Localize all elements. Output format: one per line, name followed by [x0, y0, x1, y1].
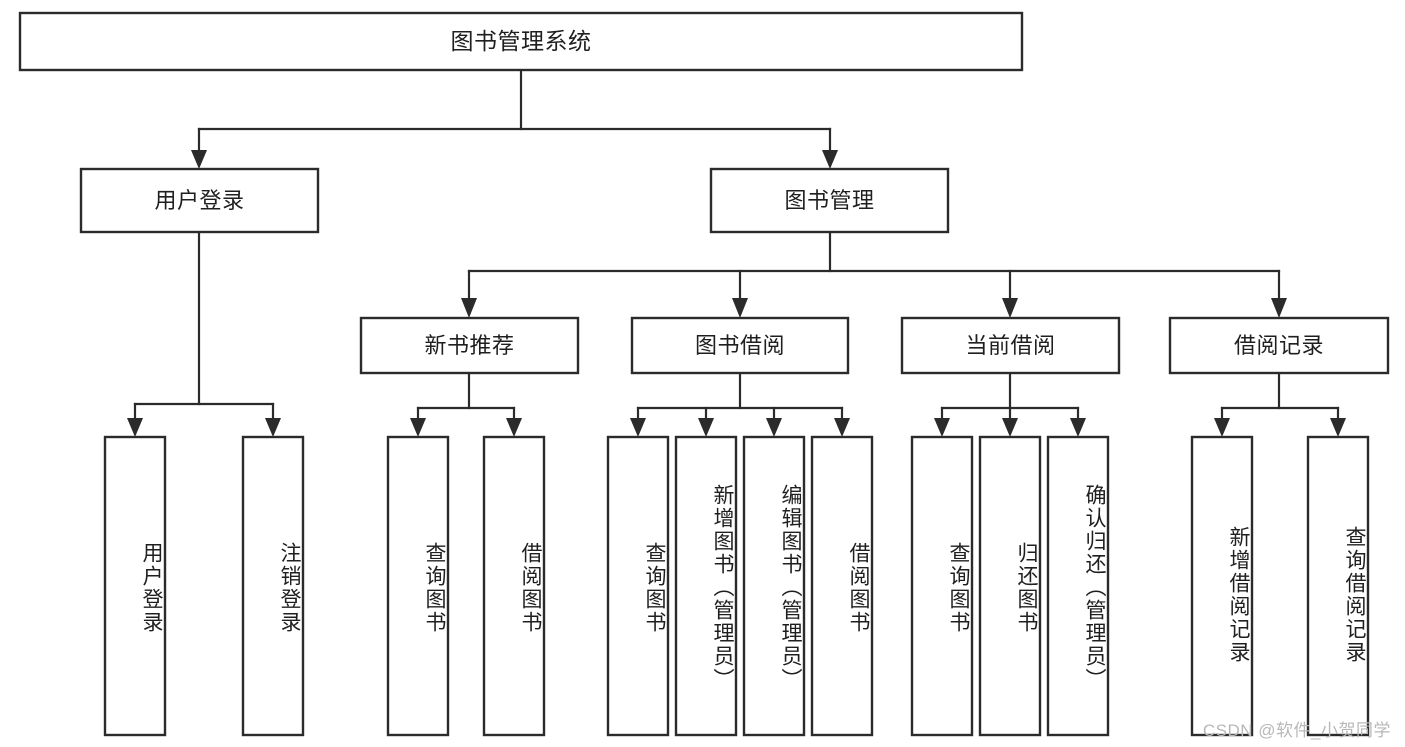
arrow-book-borrow-leaf-3 [834, 418, 850, 437]
arrow-borrow-record-leaf-0 [1214, 418, 1230, 437]
arrow-current-borrow [1002, 298, 1018, 318]
node-box-book-manage[interactable] [709, 167, 950, 234]
node-box-leaf-user-login-1[interactable] [241, 435, 305, 737]
arrow-current-borrow-leaf-1 [1002, 418, 1018, 437]
connector-group-user-login-leaves [127, 230, 281, 437]
arrow-current-borrow-leaf-0 [934, 418, 950, 437]
node-box-leaf-book-borrow-2[interactable] [742, 435, 806, 737]
node-box-leaf-book-borrow-0[interactable] [606, 435, 670, 737]
arrow-new-book [461, 298, 477, 318]
connector-group-book-manage-to-level3 [461, 230, 1287, 318]
node-box-borrow-record[interactable] [1168, 316, 1390, 375]
arrow-book-borrow-leaf-0 [630, 418, 646, 437]
node-box-current-borrow[interactable] [900, 316, 1121, 375]
connector-group-current-borrow-leaves [934, 371, 1086, 437]
connector-group-borrow-record-leaves [1214, 371, 1346, 437]
node-box-leaf-book-borrow-1[interactable] [674, 435, 738, 737]
node-box-leaf-current-borrow-2[interactable] [1046, 435, 1110, 737]
node-box-leaf-borrow-record-1[interactable] [1306, 435, 1370, 737]
arrow-current-borrow-leaf-2 [1070, 418, 1086, 437]
arrow-user-login [191, 150, 207, 169]
node-box-book-borrow[interactable] [630, 316, 850, 375]
arrow-borrow-record [1271, 298, 1287, 318]
node-box-root[interactable] [18, 11, 1024, 72]
arrow-book-borrow [732, 298, 748, 318]
arrow-user-login-leaf-1 [265, 418, 281, 437]
arrow-book-borrow-leaf-1 [698, 418, 714, 437]
node-box-leaf-book-borrow-3[interactable] [810, 435, 874, 737]
csdn-watermark: CSDN @软件_小贺同学 [1202, 721, 1391, 740]
node-box-leaf-user-login-0[interactable] [103, 435, 167, 737]
connector-group-new-book-leaves [410, 371, 522, 437]
node-box-leaf-current-borrow-1[interactable] [978, 435, 1042, 737]
arrow-borrow-record-leaf-1 [1330, 418, 1346, 437]
node-box-leaf-new-book-0[interactable] [386, 435, 450, 737]
node-box-new-book-recommend[interactable] [359, 316, 580, 375]
node-box-leaf-current-borrow-0[interactable] [910, 435, 974, 737]
connector-group-book-borrow-leaves [630, 371, 850, 437]
node-box-leaf-borrow-record-0[interactable] [1190, 435, 1254, 737]
connector-group-root-to-level2 [191, 68, 838, 169]
node-box-user-login[interactable] [79, 167, 320, 234]
arrow-new-book-leaf-0 [410, 418, 426, 437]
arrow-user-login-leaf-0 [127, 418, 143, 437]
arrow-book-manage [822, 150, 838, 169]
arrow-book-borrow-leaf-2 [766, 418, 782, 437]
node-box-leaf-new-book-1[interactable] [482, 435, 546, 737]
arrow-new-book-leaf-1 [506, 418, 522, 437]
